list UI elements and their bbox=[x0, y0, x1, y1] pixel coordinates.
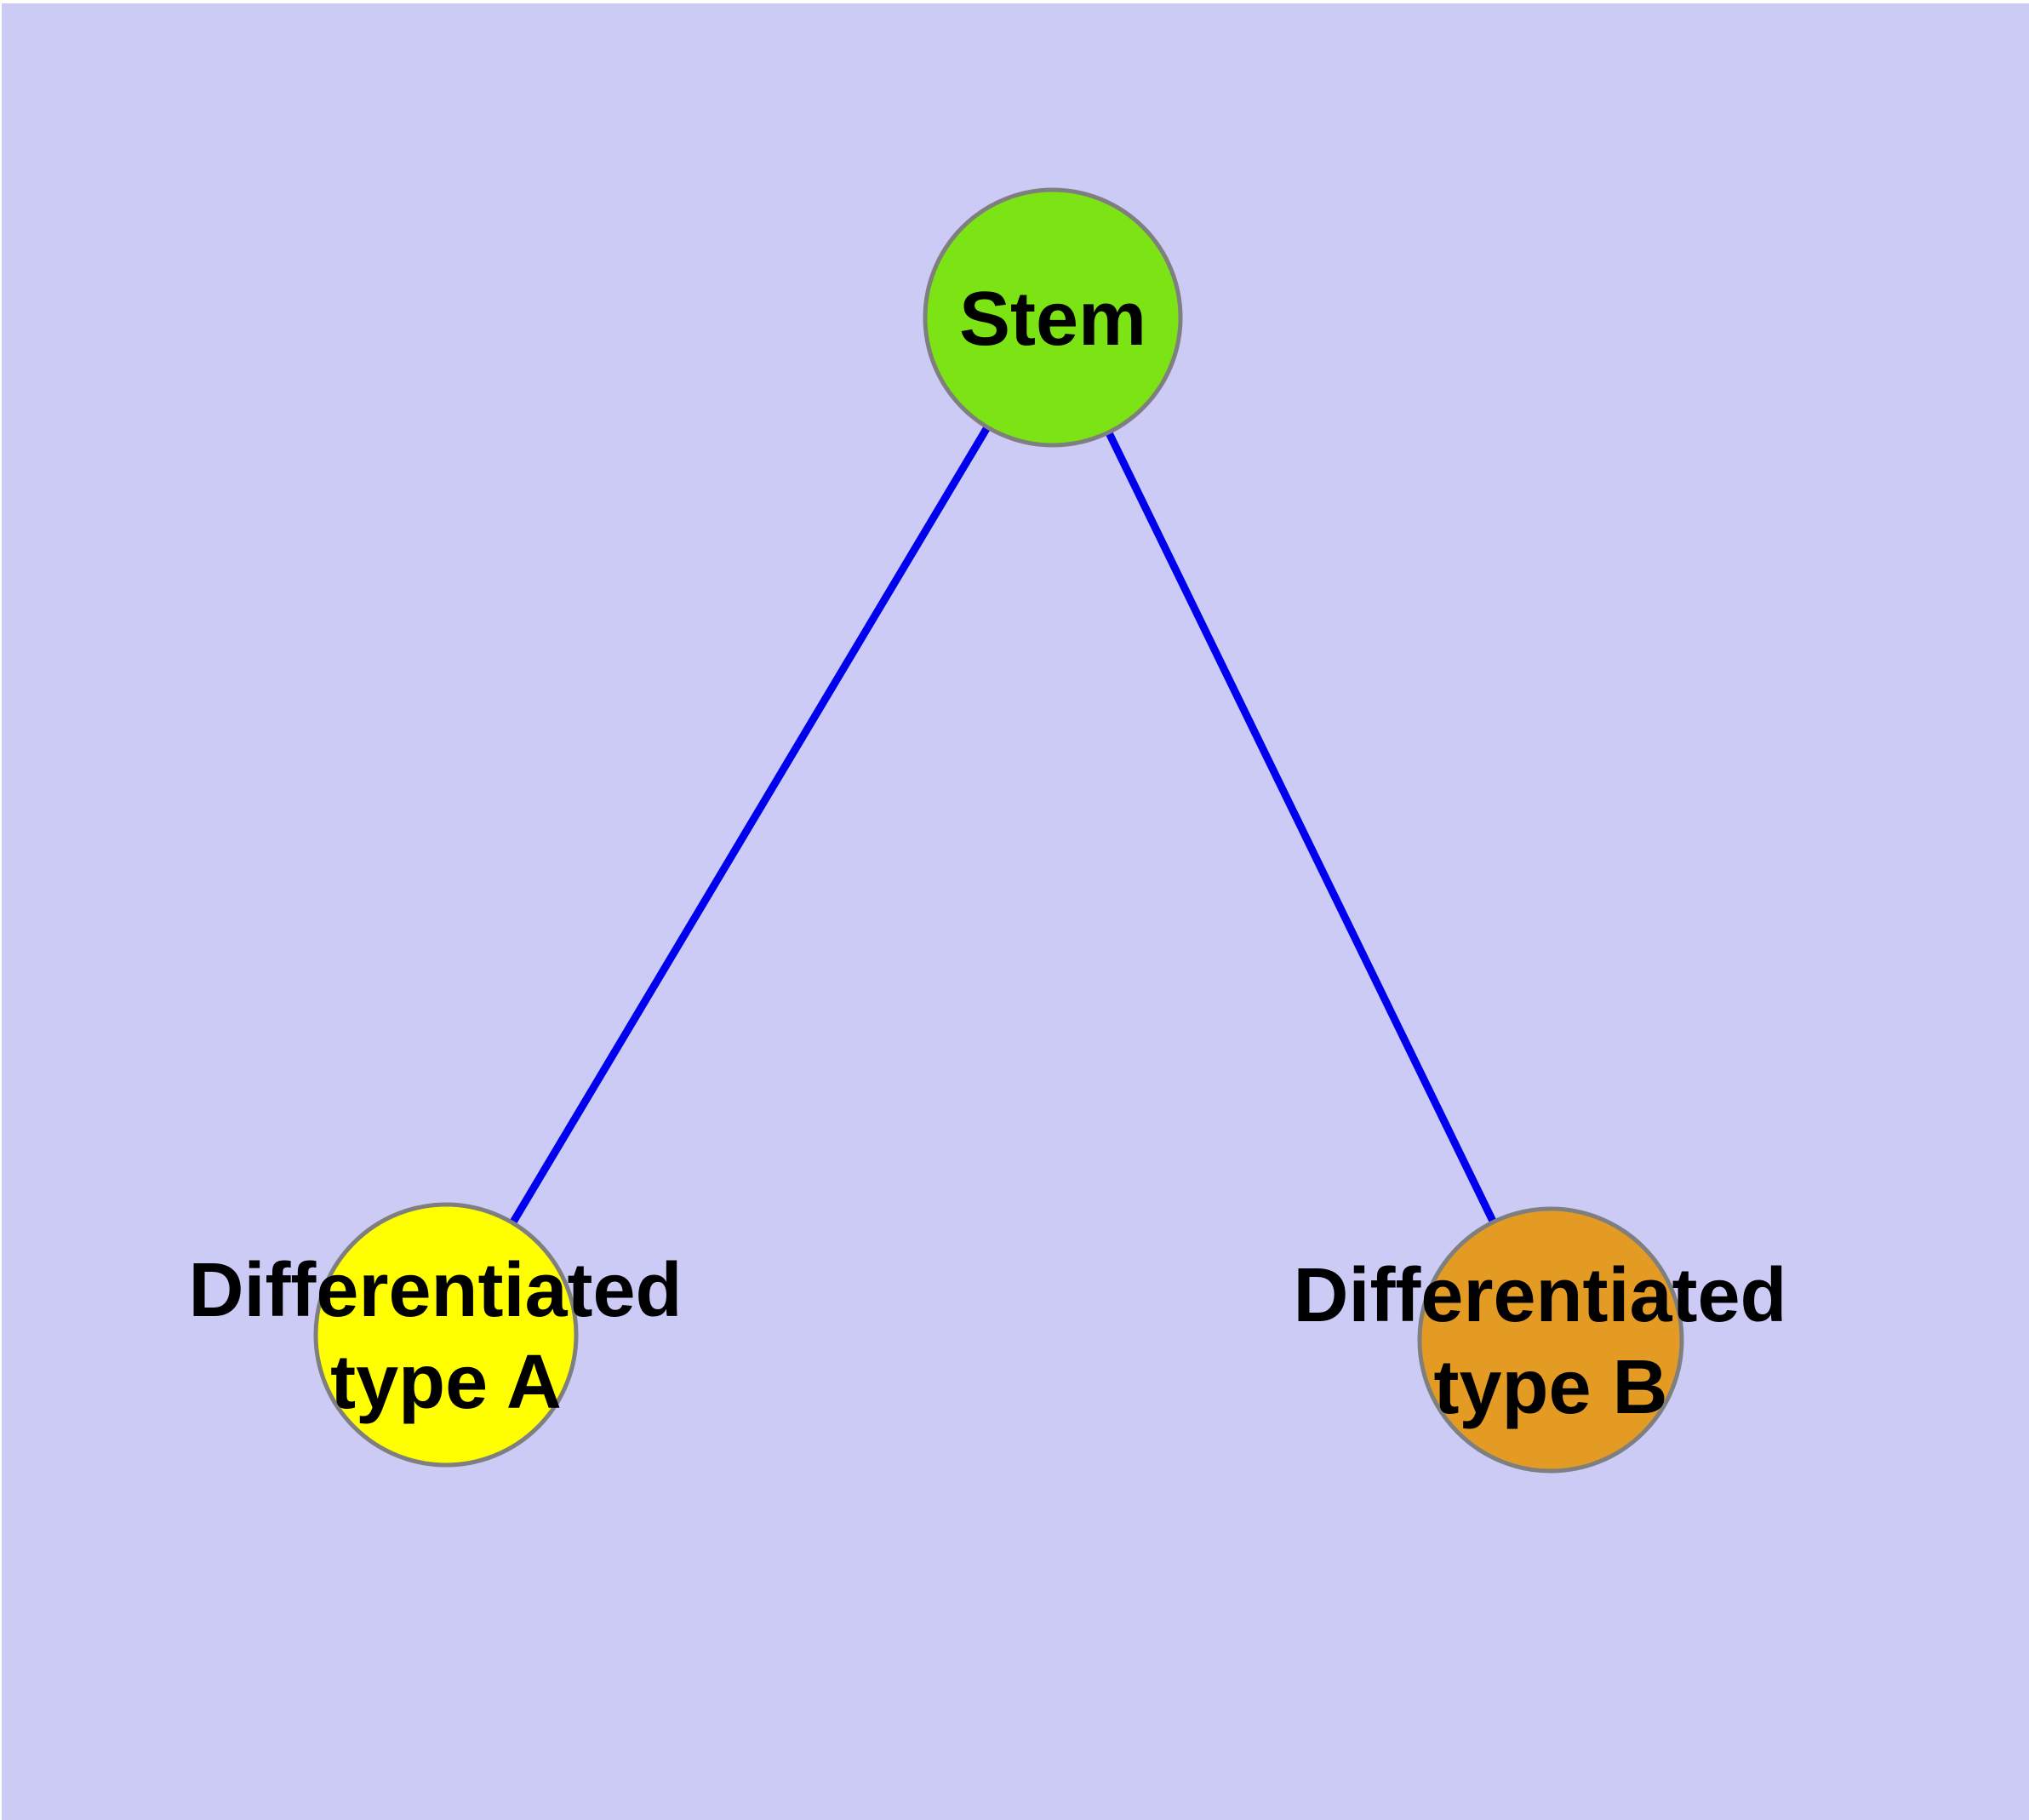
node-label-differentiated-type-b: Differentiated type B bbox=[1293, 1253, 1808, 1430]
node-label-stem: Stem bbox=[959, 277, 1146, 362]
node-label-differentiated-type-a: Differentiated type A bbox=[188, 1248, 703, 1425]
label-line-1: Differentiated bbox=[188, 1248, 682, 1333]
edge-stem-to-type-a bbox=[443, 315, 1056, 1337]
label-line-2: type A bbox=[330, 1340, 562, 1425]
edge-stem-to-type-b bbox=[1049, 316, 1555, 1342]
label-line-1: Differentiated bbox=[1293, 1253, 1786, 1338]
node-differentiated-type-a bbox=[313, 1202, 579, 1468]
label-line-2: type B bbox=[1433, 1345, 1667, 1430]
node-differentiated-type-b bbox=[1417, 1206, 1684, 1474]
node-stem bbox=[923, 187, 1183, 448]
